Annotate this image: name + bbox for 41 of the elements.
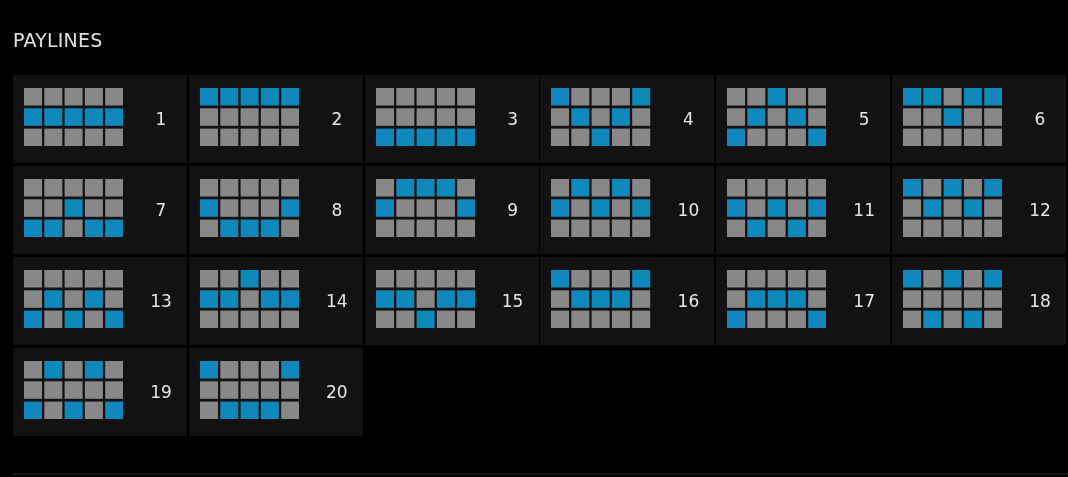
payline-card bbox=[540, 75, 715, 163]
payline-number: 10 bbox=[676, 200, 701, 220]
payline-card bbox=[13, 75, 187, 163]
payline-card bbox=[188, 257, 363, 345]
payline-card bbox=[540, 166, 715, 254]
payline-card bbox=[892, 166, 1066, 254]
payline-card bbox=[364, 166, 539, 254]
payline-card bbox=[188, 348, 363, 436]
payline-number: 9 bbox=[506, 200, 519, 220]
payline-card bbox=[13, 257, 187, 345]
payline-card bbox=[540, 257, 715, 345]
payline-number: 16 bbox=[676, 291, 701, 311]
payline-number: 13 bbox=[149, 291, 173, 311]
payline-number: 19 bbox=[149, 382, 173, 402]
payline-card bbox=[13, 348, 187, 436]
payline-number: 14 bbox=[324, 291, 349, 311]
payline-number: 17 bbox=[852, 291, 876, 311]
payline-number: 7 bbox=[154, 200, 168, 220]
payline-card bbox=[188, 75, 363, 163]
payline-number: 15 bbox=[500, 291, 525, 311]
payline-number: 18 bbox=[1028, 291, 1052, 311]
payline-card bbox=[892, 257, 1066, 345]
payline-number: 6 bbox=[1033, 109, 1047, 129]
payline-number: 8 bbox=[330, 200, 344, 220]
section-title: PAYLINES bbox=[13, 29, 103, 51]
payline-number: 20 bbox=[324, 382, 349, 402]
payline-number: 11 bbox=[852, 200, 876, 220]
payline-number: 3 bbox=[506, 109, 519, 129]
payline-number: 12 bbox=[1028, 200, 1052, 220]
payline-number: 5 bbox=[857, 109, 871, 129]
payline-card bbox=[716, 166, 891, 254]
payline-number: 2 bbox=[330, 109, 344, 129]
payline-card bbox=[13, 166, 187, 254]
payline-card bbox=[364, 257, 539, 345]
payline-card bbox=[716, 257, 891, 345]
payline-number: 4 bbox=[681, 109, 695, 129]
payline-number: 1 bbox=[154, 109, 168, 129]
payline-card bbox=[188, 166, 363, 254]
payline-card bbox=[892, 75, 1066, 163]
payline-card bbox=[716, 75, 891, 163]
payline-card bbox=[364, 75, 539, 163]
